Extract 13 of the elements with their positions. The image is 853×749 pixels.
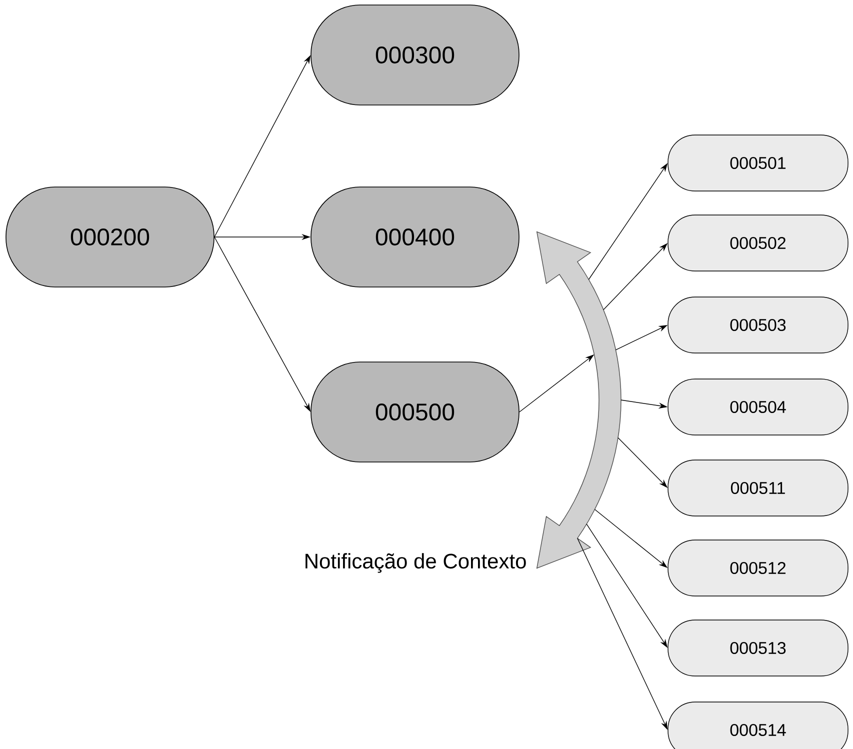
- process-box: 000300: [310, 4, 520, 106]
- process-box: 000500: [310, 362, 520, 462]
- process-box: 000511: [668, 460, 848, 516]
- process-box: 000504: [668, 378, 848, 436]
- process-box: 000512: [668, 540, 848, 596]
- process-box: 000501: [668, 134, 848, 192]
- process-box: 000200: [6, 186, 214, 288]
- process-box: 000502: [668, 214, 848, 272]
- process-box: 000503: [668, 296, 848, 354]
- process-box: 000514: [668, 702, 848, 749]
- process-box: 000513: [668, 620, 848, 676]
- arrow-label: Notificação de Contexto: [306, 553, 526, 573]
- process-box: 000400: [310, 186, 520, 288]
